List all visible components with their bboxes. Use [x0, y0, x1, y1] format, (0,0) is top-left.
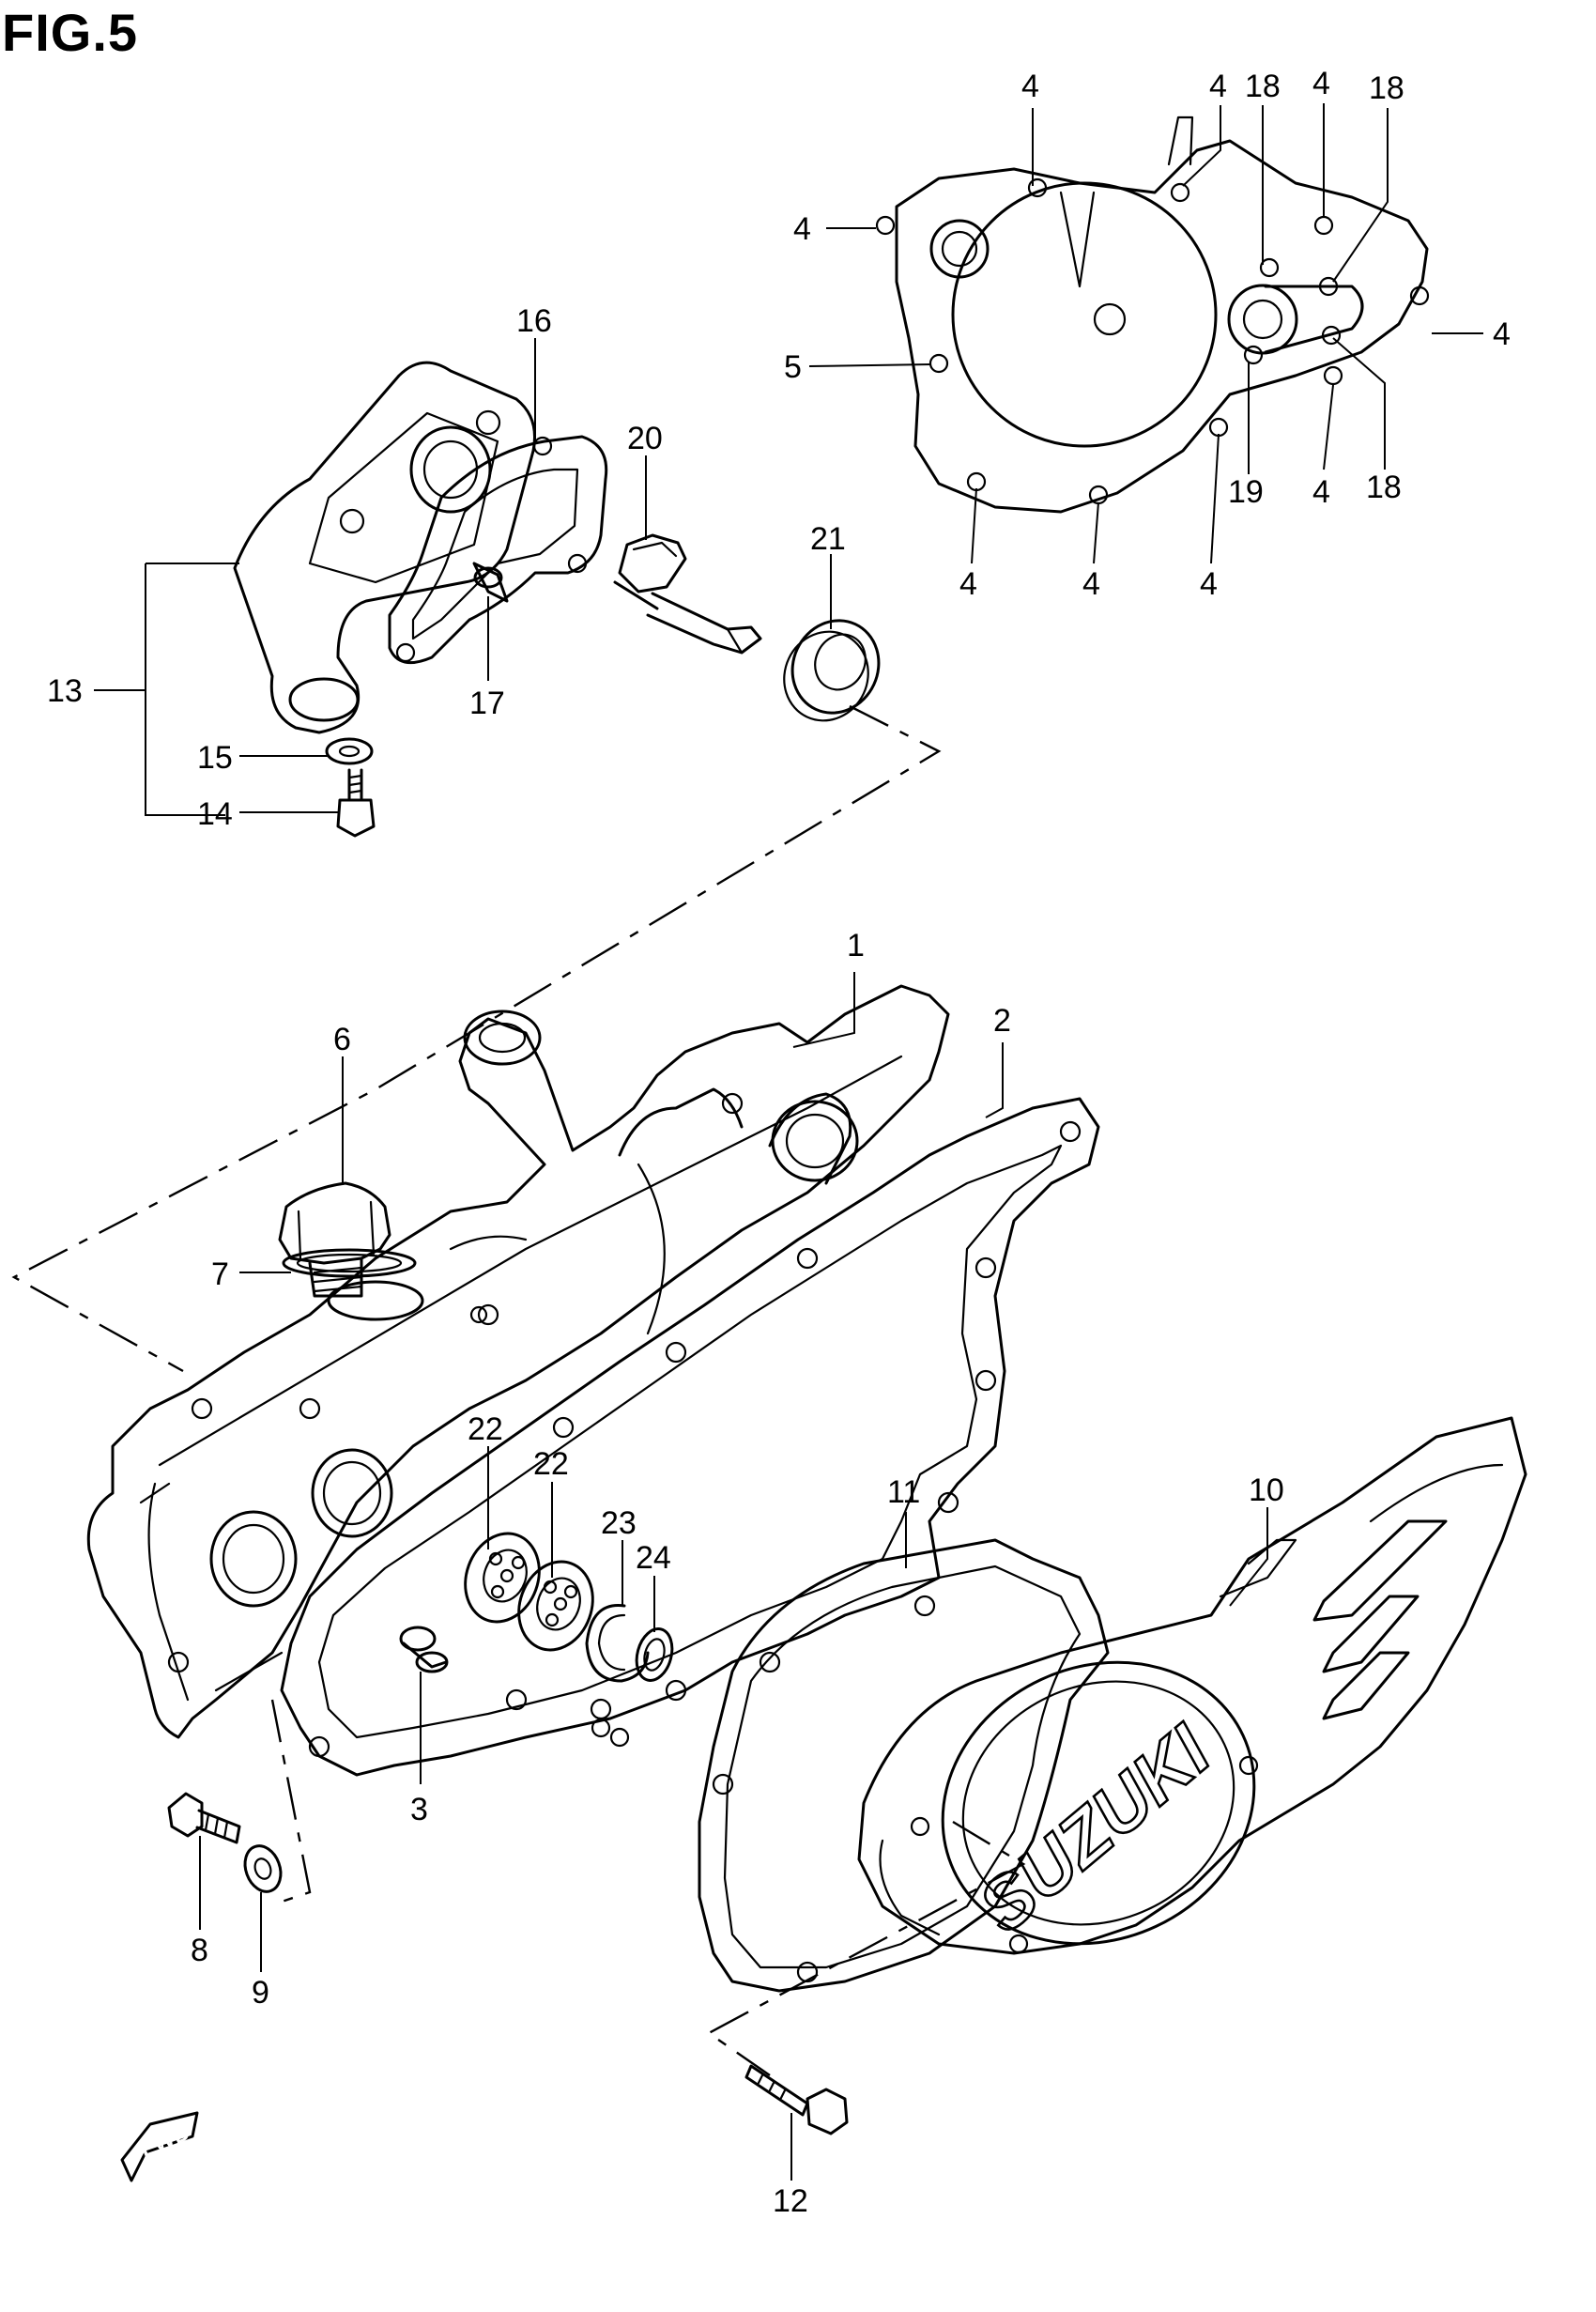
- fwd-label: FWD: [136, 2119, 193, 2163]
- callout-22: 22: [533, 1446, 569, 1482]
- bearing-22a: [464, 1532, 541, 1624]
- callout-14: 14: [197, 796, 233, 832]
- housing-inner-seam: [147, 1055, 903, 1702]
- callout-18: 18: [1245, 69, 1281, 104]
- callout-4: 4: [1312, 474, 1330, 510]
- bolt-14: [336, 768, 376, 838]
- callout-10: 10: [1249, 1472, 1284, 1508]
- washer-24: [635, 1627, 674, 1682]
- callout-21: 21: [810, 521, 846, 557]
- dowel-pin-17: [472, 562, 509, 603]
- outer-clutch-cover: SUZUKI: [857, 1416, 1527, 1955]
- callout-2: 2: [993, 1003, 1011, 1039]
- callout-15: 15: [197, 740, 233, 776]
- outer-cover-gasket: [698, 1538, 1110, 1993]
- callout-4: 4: [1209, 69, 1227, 104]
- water-inlet-pipe: [233, 361, 537, 734]
- cover-gasket: [280, 1097, 1100, 1777]
- washer-9: [243, 1844, 283, 1893]
- callout-22: 22: [468, 1411, 503, 1447]
- callout-4: 4: [1021, 69, 1039, 104]
- callout-3: 3: [410, 1792, 428, 1827]
- callout-19: 19: [1228, 474, 1264, 510]
- forward-direction-arrow: FWD: [120, 2111, 199, 2182]
- callout-5: 5: [784, 349, 802, 385]
- callout-4: 4: [1082, 566, 1100, 602]
- oil-filler-cap: [278, 1181, 391, 1298]
- callouts: 4 4 18 4 18 4 5 4 19 4 18 4 4 4 16 20 21…: [47, 66, 1511, 2219]
- suzuki-logo: SUZUKI: [963, 1708, 1226, 1948]
- oil-seal-21: [783, 619, 881, 722]
- callout-7: 7: [211, 1256, 229, 1292]
- callout-24: 24: [636, 1540, 671, 1576]
- callout-6: 6: [333, 1022, 351, 1057]
- callout-16: 16: [516, 303, 552, 339]
- callout-4: 4: [1200, 566, 1218, 602]
- assembly-line-right: [706, 1820, 1026, 2076]
- figure-title: FIG.5: [2, 3, 139, 62]
- callout-4: 4: [1312, 66, 1330, 101]
- callout-1: 1: [847, 928, 865, 963]
- washer-15: [325, 737, 374, 765]
- callout-20: 20: [627, 421, 663, 456]
- water-pump-gasket: [388, 435, 608, 665]
- bolt-8: [167, 1792, 241, 1844]
- impeller-shaft: [613, 533, 762, 655]
- callout-4: 4: [793, 211, 811, 247]
- filler-port: [327, 1280, 424, 1321]
- callout-18: 18: [1369, 70, 1404, 106]
- callout-18: 18: [1366, 470, 1402, 505]
- callout-11: 11: [887, 1474, 920, 1510]
- clutch-cover-housing: [86, 984, 950, 1739]
- callout-13: 13: [47, 673, 83, 709]
- water-pump-cover: [875, 116, 1430, 514]
- o-ring-7: [282, 1248, 417, 1278]
- dowel-pin-3: [399, 1626, 449, 1673]
- leader-lines: [94, 103, 1483, 2181]
- callout-17: 17: [469, 686, 505, 721]
- bearing-22b: [517, 1560, 594, 1652]
- callout-23: 23: [601, 1505, 637, 1541]
- callout-4: 4: [1493, 316, 1511, 352]
- callout-12: 12: [773, 2183, 808, 2219]
- assembly-line-left: [270, 1699, 312, 1904]
- callout-4: 4: [959, 566, 977, 602]
- callout-9: 9: [252, 1975, 269, 2011]
- callout-8: 8: [191, 1933, 208, 1968]
- bolt-12: [744, 2064, 849, 2135]
